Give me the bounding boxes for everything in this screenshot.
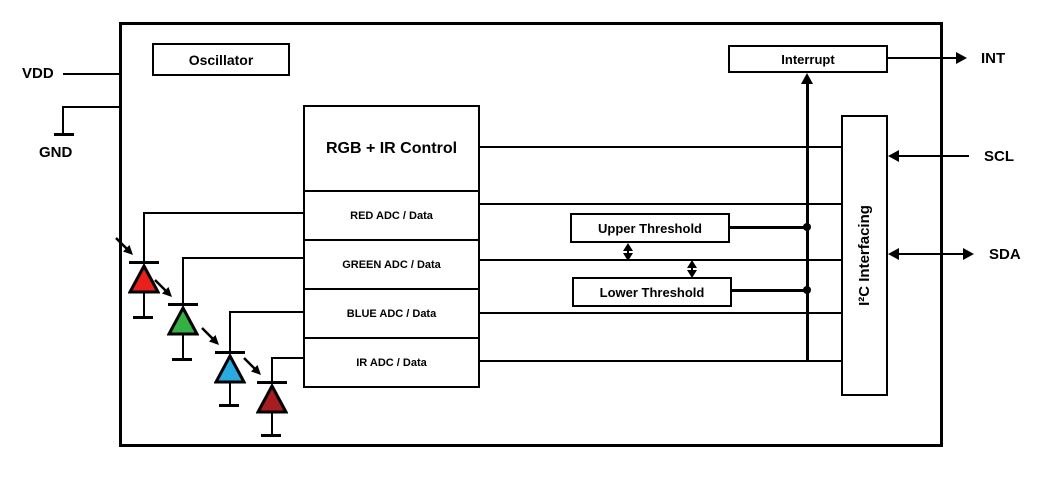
ir-anode-wire [271,412,273,436]
adc-block: RGB + IR Control RED ADC / Data GREEN AD… [303,105,480,388]
ir-adc-row: IR ADC / Data [305,337,478,386]
green-data-wire [480,259,841,261]
scl-arrowhead [888,150,899,162]
blue-adc-row: BLUE ADC / Data [305,288,478,337]
ir-diode-triangle-icon [256,383,288,414]
red-cathode-bar [129,261,159,264]
sda-arrowhead-right [963,248,974,260]
red-anode-wire [143,292,145,317]
blue-cathode-bar [215,351,245,354]
ir-data-wire [480,360,841,362]
gnd-wire [62,106,64,134]
ir-ground-tick [261,434,281,437]
int-wire [888,57,958,59]
green-anode-wire [182,334,184,359]
red-feed-wire [143,212,303,214]
interrupt-block: Interrupt [728,45,888,73]
incident-light-arrow-icon [243,357,261,375]
upper-threshold-out-wire [730,226,808,229]
upper-threshold-double-arrow-icon [622,243,634,261]
red-ground-tick [133,316,153,319]
pin-label-sda: SDA [989,246,1021,263]
oscillator-block: Oscillator [152,43,290,76]
lower-threshold-block: Lower Threshold [572,277,732,307]
red-feed-drop [143,212,145,263]
green-feed-drop [182,257,184,305]
blue-data-wire [480,312,841,314]
green-feed-wire [182,257,303,259]
upper-threshold-label: Upper Threshold [597,220,702,236]
blue-feed-drop [229,311,231,353]
incident-light-arrow-icon [115,237,133,255]
lower-threshold-out-wire [732,289,808,292]
sda-wire [897,253,965,255]
pin-label-vdd: VDD [22,65,54,82]
ir-feed-wire [271,357,303,359]
incident-light-arrow-icon [154,279,172,297]
green-ground-tick [172,358,192,361]
pin-label-scl: SCL [984,148,1014,165]
i2c-interfacing-label: I²C Interfacing [856,205,873,306]
interrupt-label: Interrupt [781,51,835,67]
vdd-wire [63,73,119,75]
ir-feed-drop [271,357,273,383]
sda-arrowhead-left [888,248,899,260]
incident-light-arrow-icon [201,327,219,345]
interrupt-arrowhead [801,73,813,84]
lower-threshold-double-arrow-icon [686,260,698,278]
gnd-symbol [54,133,74,136]
blue-anode-wire [229,382,231,406]
blue-feed-wire [229,311,303,313]
blue-ground-tick [219,404,239,407]
upper-threshold-block: Upper Threshold [570,213,730,243]
i2c-interfacing-block [841,115,888,396]
pin-label-int: INT [981,50,1006,67]
pin-label-gnd: GND [39,144,73,161]
lower-threshold-label: Lower Threshold [599,284,705,300]
ir-cathode-bar [257,381,287,384]
red-adc-row: RED ADC / Data [305,190,478,239]
gnd-branch-wire [63,106,119,108]
oscillator-label: Oscillator [188,51,254,68]
interrupt-wire [806,84,809,362]
chip-boundary [119,22,943,447]
scl-wire [897,155,969,157]
green-cathode-bar [168,303,198,306]
control-data-wire [480,146,841,148]
int-arrowhead [956,52,967,64]
red-data-wire [480,203,841,205]
green-adc-row: GREEN ADC / Data [305,239,478,288]
green-diode-triangle-icon [167,305,199,336]
rgb-ir-control-block: RGB + IR Control [325,139,458,157]
